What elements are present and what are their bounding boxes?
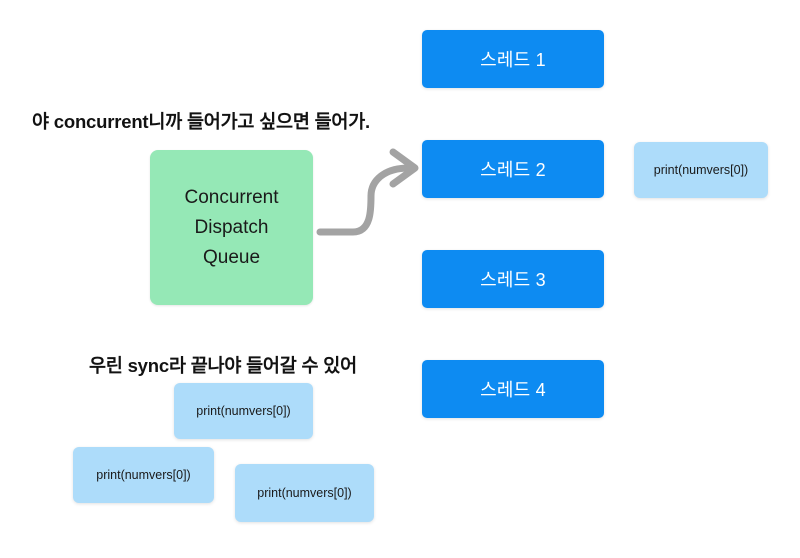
task-label-queued-1: print(numvers[0]) bbox=[196, 404, 291, 418]
task-label-running: print(numvers[0]) bbox=[653, 163, 749, 177]
thread-label-1: 스레드 1 bbox=[480, 50, 546, 70]
task-box-queued-3[interactable]: print(numvers[0]) bbox=[235, 464, 374, 522]
caption-concurrent: 야 concurrent니까 들어가고 싶으면 들어가. bbox=[32, 111, 370, 132]
queue-label-line-1: Concurrent bbox=[184, 186, 279, 208]
thread-label-3: 스레드 3 bbox=[480, 270, 546, 290]
task-label-queued-2: print(numvers[0]) bbox=[96, 468, 191, 482]
queue-label-line-3: Queue bbox=[202, 246, 261, 268]
thread-box-3[interactable]: 스레드 3 bbox=[422, 250, 604, 308]
caption-sync: 우린 sync라 끝나야 들어갈 수 있어 bbox=[89, 355, 357, 376]
task-label-queued-3: print(numvers[0]) bbox=[257, 486, 352, 500]
task-box-queued-2[interactable]: print(numvers[0]) bbox=[73, 447, 214, 503]
concurrent-dispatch-queue-box[interactable]: Concurrent Dispatch Queue bbox=[150, 150, 313, 305]
thread-label-4: 스레드 4 bbox=[480, 380, 546, 400]
thread-box-2[interactable]: 스레드 2 bbox=[422, 140, 604, 198]
thread-box-1[interactable]: 스레드 1 bbox=[422, 30, 604, 88]
task-box-queued-1[interactable]: print(numvers[0]) bbox=[174, 383, 313, 439]
thread-label-2: 스레드 2 bbox=[480, 160, 546, 180]
task-box-running[interactable]: print(numvers[0]) bbox=[634, 142, 768, 198]
thread-box-4[interactable]: 스레드 4 bbox=[422, 360, 604, 418]
queue-label-line-2: Dispatch bbox=[194, 216, 269, 238]
queue-to-thread2-arrow-icon bbox=[316, 148, 419, 236]
